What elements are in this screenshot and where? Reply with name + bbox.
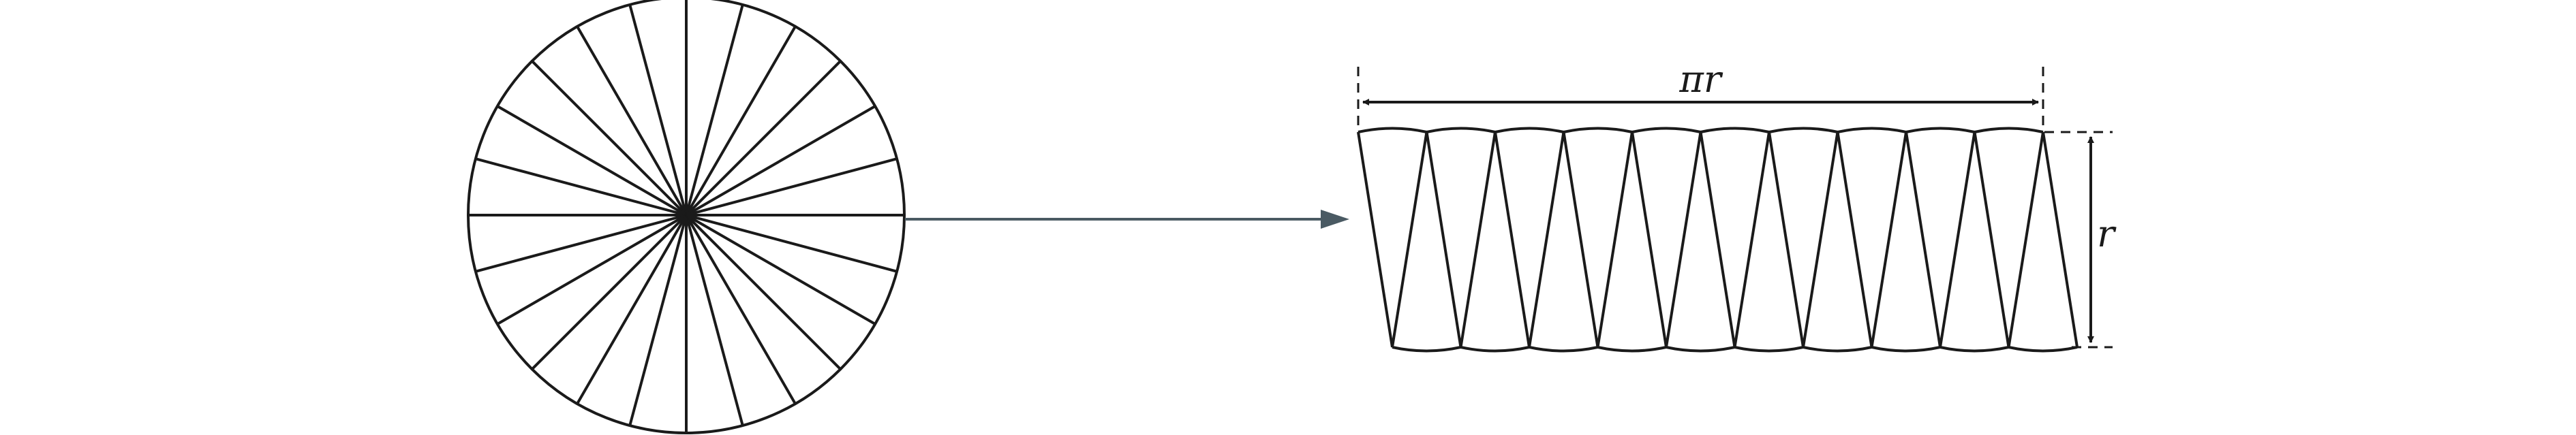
sector-line xyxy=(531,214,688,370)
sector-line xyxy=(576,214,688,405)
width-label: πr xyxy=(1678,58,1723,101)
strip-sector-line xyxy=(1768,131,1805,348)
strip-arc-top xyxy=(1358,127,1427,133)
strip-sector-line xyxy=(1699,131,1736,348)
sector-line xyxy=(685,214,797,405)
strip-sector-line xyxy=(1836,131,1873,348)
sector-line xyxy=(686,214,898,273)
strip-arc-top xyxy=(1974,127,2044,133)
strip-arc-bottom xyxy=(1666,346,1735,353)
strip-sector-line xyxy=(1494,131,1531,348)
strip-arc-top xyxy=(1768,127,1838,133)
sector-line xyxy=(686,157,898,216)
strip-sector-line xyxy=(1870,131,1907,348)
height-label: r xyxy=(2097,212,2117,255)
sector-line xyxy=(496,105,688,216)
strip-sector-line xyxy=(2007,131,2044,348)
strip-sector-line xyxy=(1905,131,1942,348)
strip-sector-line xyxy=(1596,131,1634,348)
sector-line xyxy=(628,4,688,216)
strip-arc-top xyxy=(1631,127,1701,133)
sector-line xyxy=(628,214,688,426)
width-dimension: πr xyxy=(1357,58,2044,135)
strip-arc-top xyxy=(1905,127,1975,133)
strip-arc-bottom xyxy=(1392,346,1461,353)
height-dimension: r xyxy=(2044,131,2117,349)
sector-line xyxy=(685,105,876,216)
strip-sector-line xyxy=(1459,131,1497,348)
strip-arc-edges xyxy=(1358,127,2078,353)
strip-arc-bottom xyxy=(1734,346,1804,353)
strip-arc-bottom xyxy=(1529,346,1598,353)
strip-sector-line xyxy=(1562,131,1599,348)
strip-arc-top xyxy=(1837,127,1907,133)
strip-sector-line xyxy=(1631,131,1668,348)
sector-line xyxy=(685,4,744,216)
strip-sector-line xyxy=(1939,131,1976,348)
strip-sector-line xyxy=(1733,131,1770,348)
strip-sector-line xyxy=(2042,131,2079,348)
sector-line xyxy=(576,25,688,216)
strip-arc-bottom xyxy=(1597,346,1667,353)
strip-arc-bottom xyxy=(1939,346,2009,353)
strip-sector-line xyxy=(1665,131,1702,348)
strip-arc-top xyxy=(1563,127,1633,133)
sector-line xyxy=(531,60,688,216)
strip-arc-bottom xyxy=(1803,346,1872,353)
strip-sector-line xyxy=(1357,131,1394,348)
strip-arc-top xyxy=(1426,127,1496,133)
strip-sector-line xyxy=(1973,131,2010,348)
strip-sector-line xyxy=(1425,131,1462,348)
strip-sector-lines xyxy=(1357,131,2079,348)
transform-arrow-head xyxy=(1321,210,1349,229)
sector-line xyxy=(475,214,687,273)
sector-line xyxy=(685,25,797,216)
sector-line xyxy=(685,214,876,325)
strip-arc-bottom xyxy=(1460,346,1530,353)
strip-sector-line xyxy=(1802,131,1839,348)
strip-arc-top xyxy=(1494,127,1564,133)
rearranged-strip xyxy=(1357,127,2079,353)
sector-line xyxy=(685,214,842,370)
strip-arc-bottom xyxy=(2008,346,2078,353)
strip-sector-line xyxy=(1391,131,1428,348)
sector-line xyxy=(496,214,688,325)
divided-circle xyxy=(467,0,906,434)
strip-arc-bottom xyxy=(1871,346,1941,353)
transform-arrow xyxy=(905,210,1349,229)
sector-line xyxy=(685,60,842,216)
circle-sector-lines xyxy=(468,0,904,433)
sector-line xyxy=(475,157,687,216)
strip-sector-line xyxy=(1528,131,1565,348)
sector-line xyxy=(685,214,744,426)
strip-arc-top xyxy=(1700,127,1770,133)
